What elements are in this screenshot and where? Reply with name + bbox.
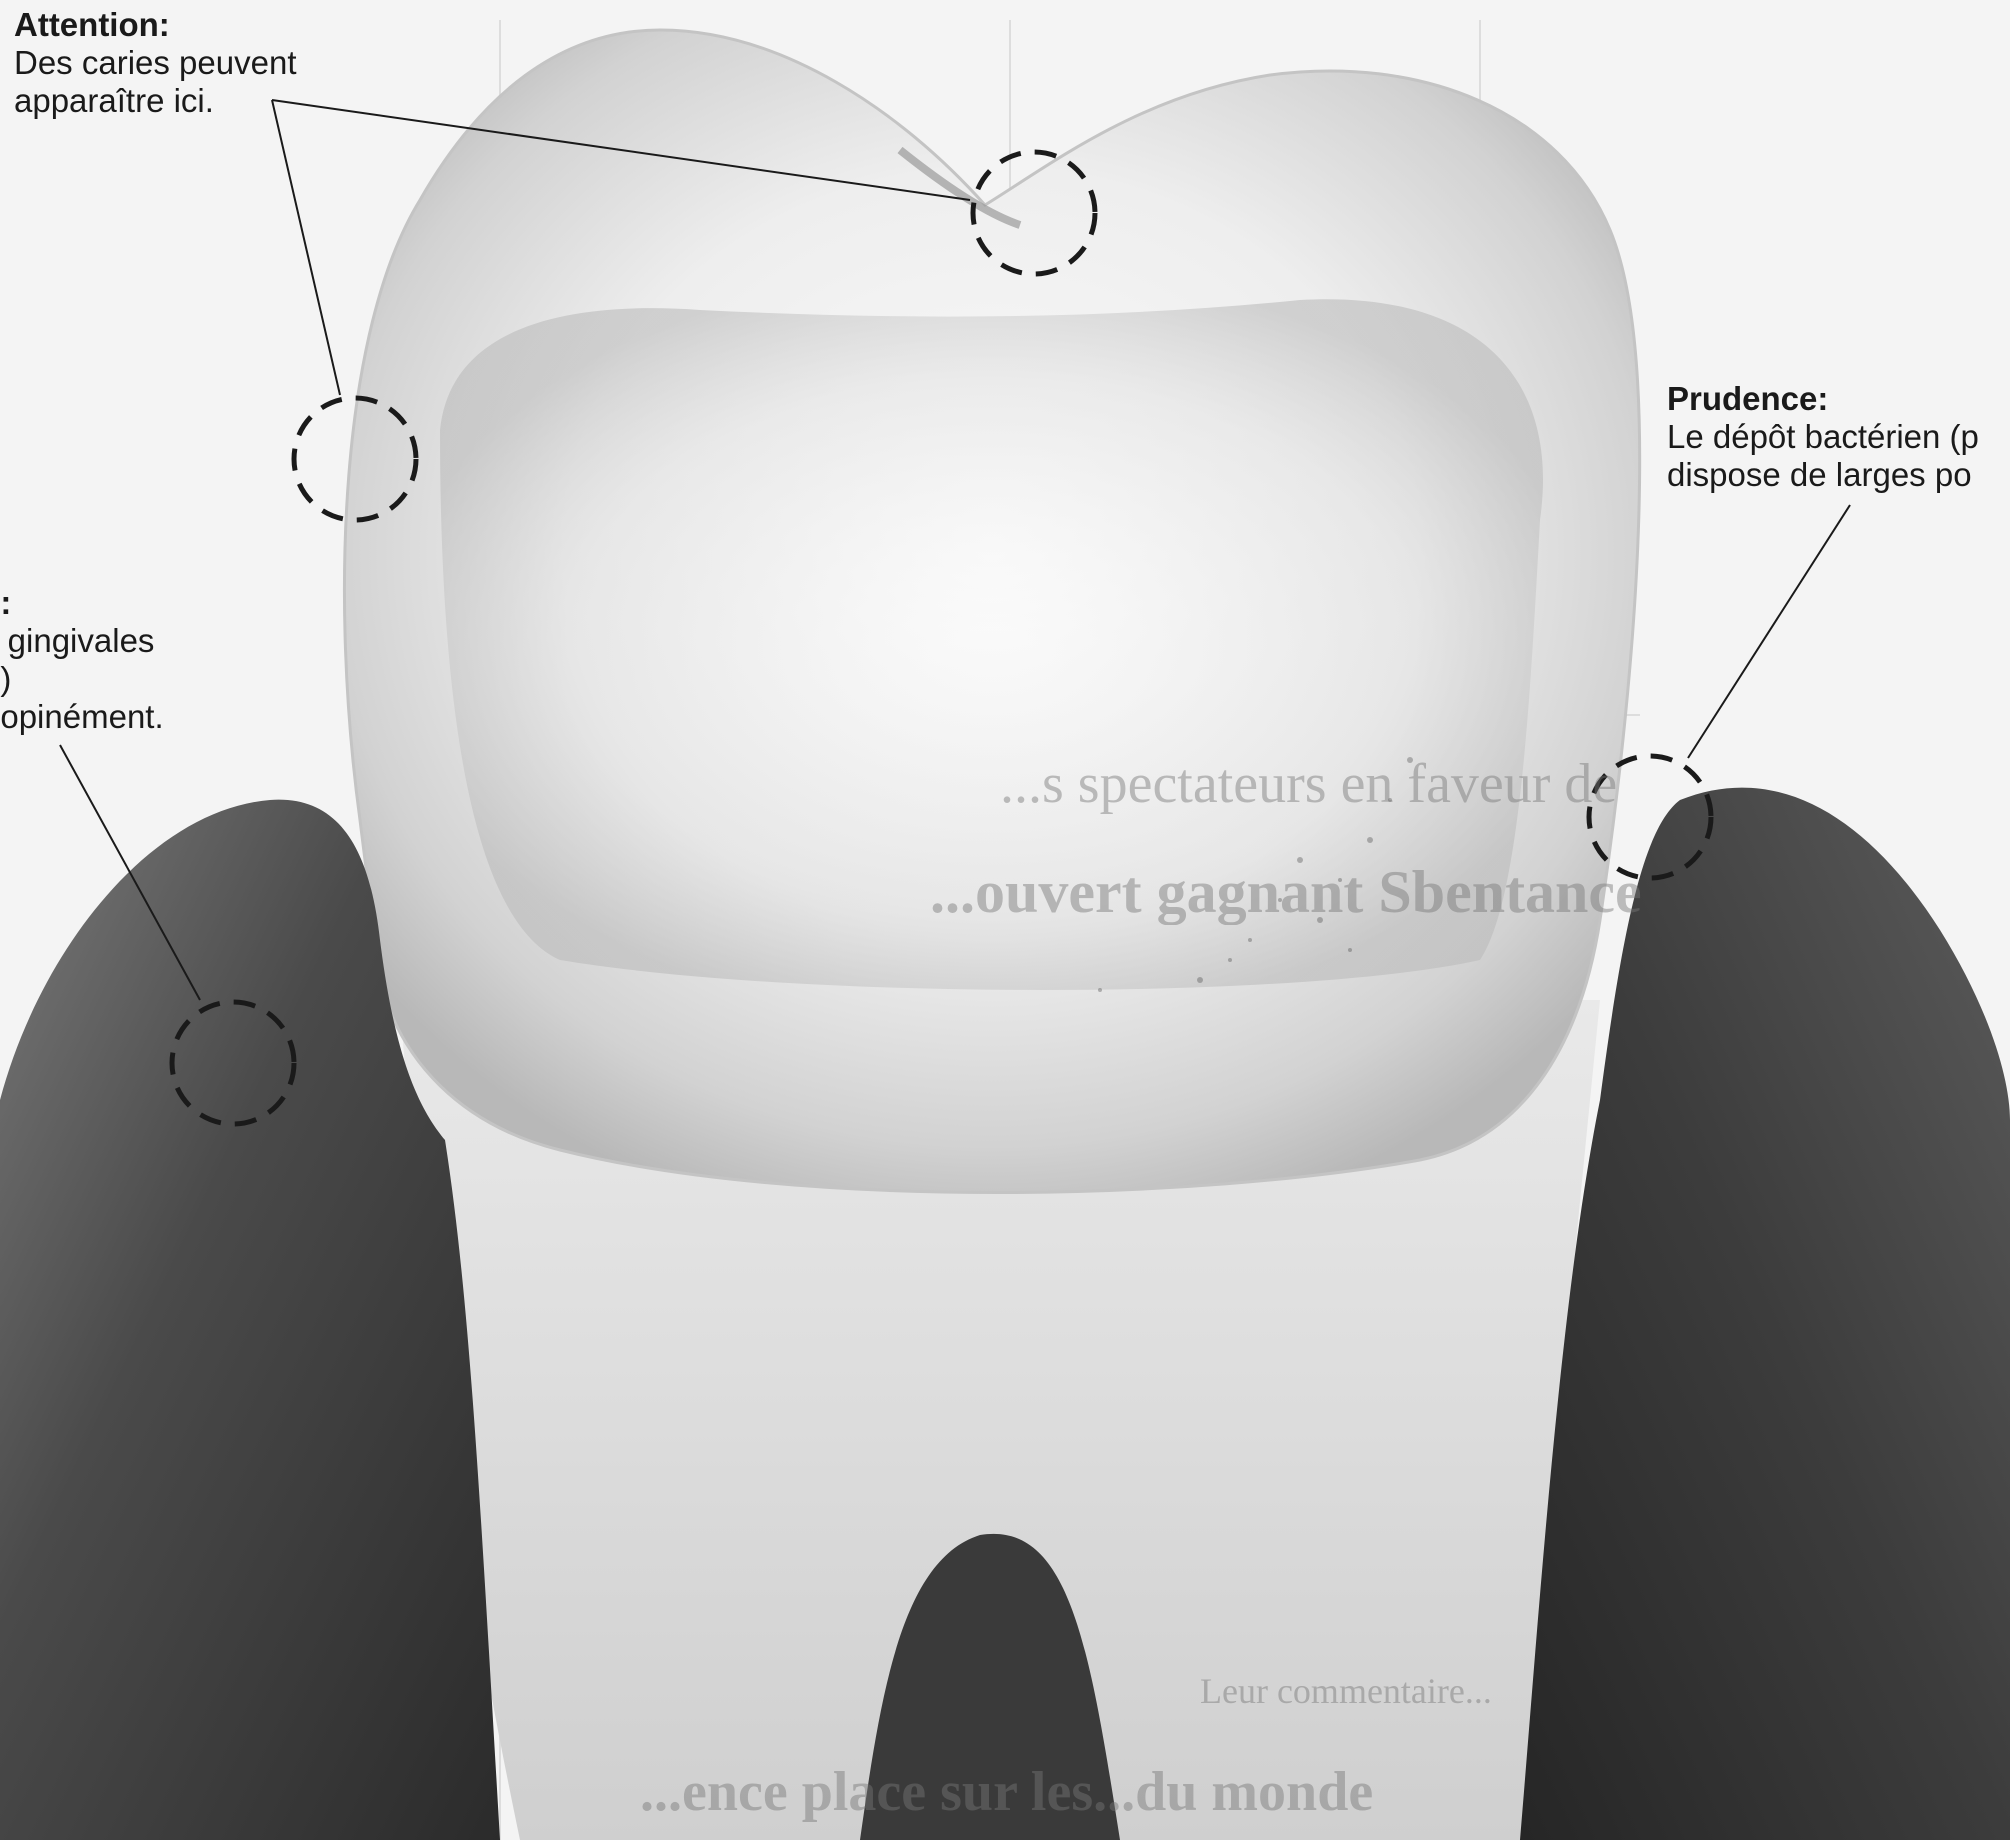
newspaper-headline-2: ...ouvert gagnant Sbentance [930, 858, 1642, 927]
newspaper-headline-4: ...ence place sur les...du monde [640, 1760, 1373, 1824]
newspaper-headline-1: ...s spectateurs en faveur de [1000, 752, 1617, 816]
callout-prudence-line-2: dispose de larges po [1667, 456, 1979, 494]
callout-prudence-heading: Prudence: [1667, 380, 1979, 418]
callout-gum: e: s gingivales e) nopinément. [0, 584, 164, 736]
callout-prudence: Prudence: Le dépôt bactérien (p dispose … [1667, 380, 1979, 494]
callout-gum-line-2: e) [0, 660, 164, 698]
callout-attention-heading: Attention: [14, 6, 296, 44]
callout-gum-line-3: nopinément. [0, 698, 164, 736]
callout-attention: Attention: Des caries peuvent apparaître… [14, 6, 296, 120]
callout-gum-line-1: s gingivales [0, 622, 164, 660]
callout-attention-line-2: apparaître ici. [14, 82, 296, 120]
callout-prudence-line-1: Le dépôt bactérien (p [1667, 418, 1979, 456]
newspaper-headline-3: Leur commentaire... [1200, 1670, 1492, 1712]
callout-attention-line-1: Des caries peuvent [14, 44, 296, 82]
callout-gum-heading: e: [0, 584, 164, 622]
